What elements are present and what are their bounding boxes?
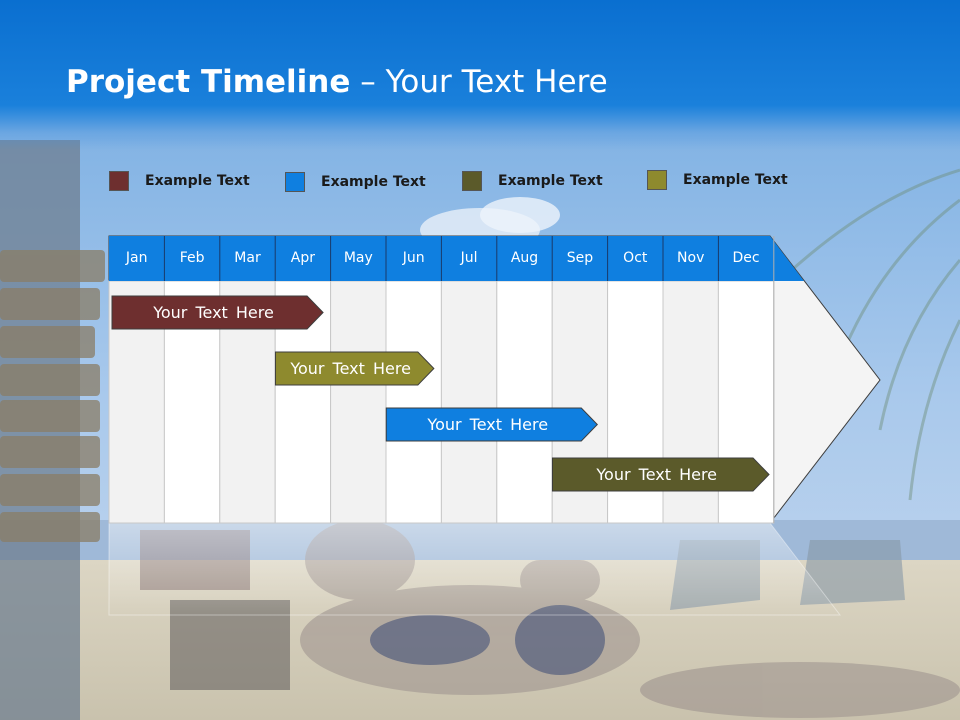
task-bars <box>111 295 770 492</box>
legend-label: Example Text <box>498 173 603 189</box>
legend-item: Example Text <box>285 172 426 192</box>
legend-item: Example Text <box>109 171 250 191</box>
task-label: Your Text Here <box>427 415 549 434</box>
legend-label: Example Text <box>321 174 426 190</box>
month-column <box>330 280 387 524</box>
legend-item: Example Text <box>462 171 603 191</box>
month-label-jun: Jun <box>402 250 425 266</box>
month-column <box>440 280 498 524</box>
month-label-jan: Jan <box>125 250 148 266</box>
task-bar <box>111 295 324 330</box>
month-header-band <box>109 236 804 281</box>
task-label: Your Text Here <box>596 465 718 484</box>
page-title: Project Timeline – Your Text Here <box>66 60 608 104</box>
legend-swatch <box>109 171 129 191</box>
task-label: Your Text Here <box>290 359 411 378</box>
task-bar <box>274 351 435 386</box>
title-bold: Project Timeline <box>66 64 351 100</box>
month-column <box>385 280 442 524</box>
month-label-sep: Sep <box>566 250 594 266</box>
legend-label: Example Text <box>145 173 250 189</box>
month-label-apr: Apr <box>290 250 315 266</box>
month-label-dec: Dec <box>732 250 760 266</box>
month-label-jul: Jul <box>460 250 478 266</box>
task-label: Your Text Here <box>153 303 274 322</box>
title-subtitle: – Your Text Here <box>350 64 608 100</box>
month-label-aug: Aug <box>510 250 539 266</box>
month-label-nov: Nov <box>677 250 705 266</box>
month-label-mar: Mar <box>234 250 261 266</box>
title-band <box>0 0 960 150</box>
task-bar <box>551 457 770 492</box>
month-label-feb: Feb <box>179 250 205 266</box>
month-label-oct: Oct <box>623 250 648 266</box>
month-column <box>496 280 553 524</box>
legend-label: Example Text <box>683 172 788 188</box>
legend-swatch <box>647 170 667 190</box>
legend-swatch <box>462 171 482 191</box>
timeline-reflection <box>108 522 842 616</box>
month-label-may: May <box>343 250 373 266</box>
legend-swatch <box>285 172 305 192</box>
task-bar <box>385 407 598 442</box>
month-header-dividers <box>163 236 775 523</box>
legend-item: Example Text <box>647 170 788 190</box>
